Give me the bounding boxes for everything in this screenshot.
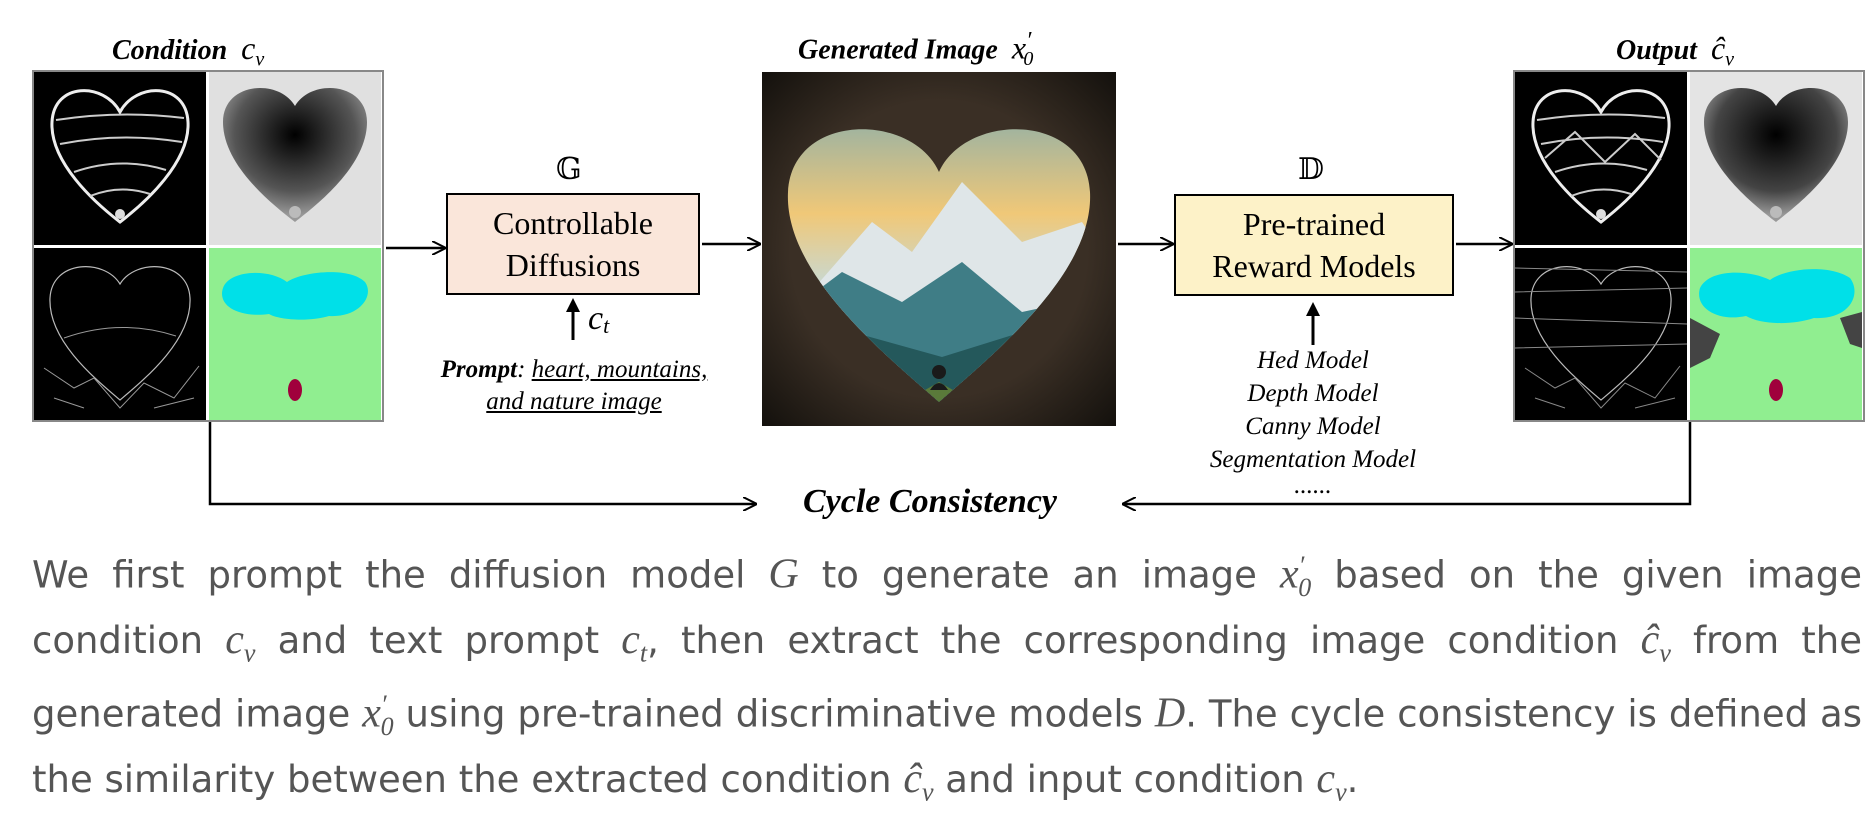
condition-segmentation-map bbox=[209, 248, 381, 421]
model-item: Segmentation Model bbox=[1209, 446, 1417, 473]
model-item: Depth Model bbox=[1247, 380, 1379, 407]
g-symbol: 𝔾 bbox=[556, 152, 582, 187]
cycle-line-right bbox=[1124, 422, 1692, 504]
diffusion-label-line2: Diffusions bbox=[505, 247, 641, 283]
model-item: ...... bbox=[1294, 472, 1332, 499]
reward-models-box: Pre-trained Reward Models bbox=[1174, 194, 1454, 296]
controllable-diffusions-box: Controllable Diffusions bbox=[446, 193, 700, 295]
output-segmentation-map bbox=[1690, 248, 1862, 421]
reward-label-line2: Reward Models bbox=[1212, 248, 1416, 284]
condition-grid-frame bbox=[32, 70, 384, 422]
cycle-line-left bbox=[208, 422, 755, 504]
condition-title: Condition cv bbox=[112, 30, 265, 71]
condition-hed-map bbox=[34, 72, 206, 245]
output-title: Output ĉv bbox=[1616, 30, 1735, 71]
connectors bbox=[208, 0, 1692, 540]
output-depth-map bbox=[1690, 72, 1862, 245]
generated-image-title: Generated Image x′0 bbox=[798, 28, 1034, 70]
output-hed-map bbox=[1515, 72, 1687, 245]
model-item: Hed Model bbox=[1257, 347, 1369, 374]
ct-label: ct bbox=[588, 300, 610, 339]
generated-image bbox=[762, 72, 1116, 426]
output-canny-map bbox=[1515, 248, 1687, 421]
prompt-text: Prompt: heart, mountains, and nature ima… bbox=[440, 356, 708, 415]
d-symbol: 𝔻 bbox=[1298, 152, 1325, 187]
output-grid-frame bbox=[1513, 70, 1865, 422]
condition-canny-map bbox=[34, 248, 206, 421]
condition-depth-map bbox=[209, 72, 381, 245]
diffusion-label-line1: Controllable bbox=[493, 205, 653, 241]
reward-label-line1: Pre-trained bbox=[1242, 206, 1386, 242]
model-item: Canny Model bbox=[1245, 413, 1381, 440]
figure-caption: We first prompt the diffusion model G to… bbox=[32, 551, 1862, 807]
prompt-label: Prompt bbox=[440, 356, 518, 383]
model-list: Hed Model Depth Model Canny Model Segmen… bbox=[1168, 344, 1458, 499]
cycle-consistency-label: Cycle Consistency bbox=[803, 483, 1058, 520]
